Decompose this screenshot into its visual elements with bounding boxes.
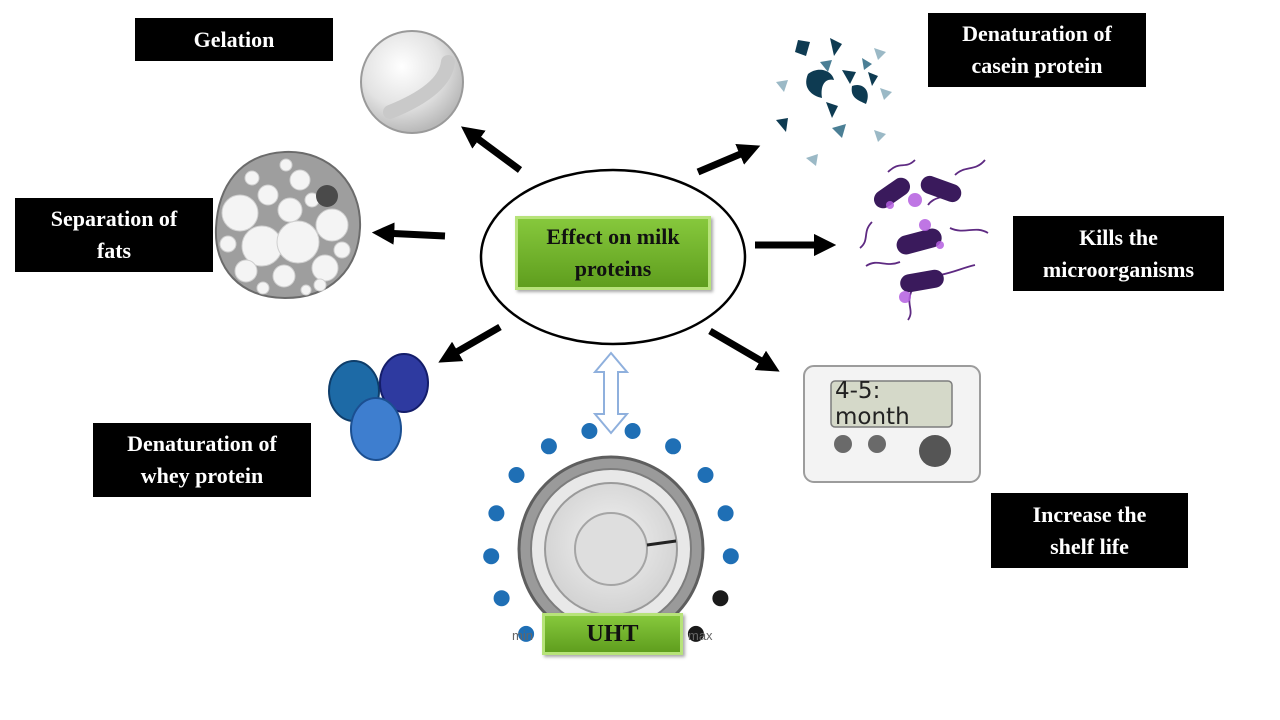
label-gelation: Gelation bbox=[135, 18, 333, 61]
gelation-bubble-icon bbox=[360, 30, 464, 134]
dial-dot bbox=[665, 438, 682, 455]
timer-display: 4-5: month bbox=[835, 378, 910, 430]
dial-dot bbox=[581, 423, 598, 439]
dial-dot bbox=[722, 548, 739, 565]
label-denaturation-whey: Denaturation of whey protein bbox=[93, 423, 311, 497]
arrow-to-timer bbox=[708, 327, 780, 372]
fat-cell-icon bbox=[214, 150, 362, 300]
uht-dial-icon bbox=[517, 455, 705, 643]
arrows bbox=[371, 126, 837, 372]
label-separation-of-fats-text: Separation of fats bbox=[50, 206, 178, 263]
label-increase-shelf-life: Increase the shelf life bbox=[991, 493, 1188, 568]
dial-dot bbox=[712, 590, 729, 607]
bacteria-cells bbox=[873, 175, 962, 293]
dial-dot bbox=[697, 467, 714, 483]
uht-label-text: UHT bbox=[586, 621, 639, 647]
label-denaturation-whey-text: Denaturation of whey protein bbox=[127, 431, 277, 488]
dial-dot bbox=[540, 438, 557, 455]
arrow-to-gelation bbox=[460, 126, 523, 173]
label-kills-microorganisms-text: Kills the microorganisms bbox=[1042, 224, 1195, 282]
center-label-box: Effect on milk proteins bbox=[515, 216, 711, 290]
dial-min-label: min bbox=[512, 628, 533, 643]
double-arrow-icon bbox=[592, 351, 630, 435]
dial-max-label: max bbox=[688, 628, 713, 643]
label-denaturation-casein-text: Denaturation of casein protein bbox=[962, 21, 1112, 78]
label-kills-microorganisms: Kills the microorganisms bbox=[1013, 216, 1224, 291]
timer-device-icon bbox=[803, 365, 981, 483]
arrow-to-casein bbox=[696, 144, 761, 176]
arrow-to-whey bbox=[438, 323, 502, 363]
dial-level-dots bbox=[483, 423, 739, 642]
label-separation-of-fats: Separation of fats bbox=[15, 198, 213, 272]
whey-protein-icon bbox=[328, 353, 429, 461]
label-gelation-text: Gelation bbox=[193, 26, 275, 52]
dial-dot bbox=[518, 625, 535, 642]
label-increase-shelf-life-text: Increase the shelf life bbox=[1032, 501, 1147, 559]
arrow-to-fat-separation bbox=[371, 222, 446, 245]
dial-dot bbox=[493, 590, 510, 607]
bacteria-bursts bbox=[886, 193, 944, 303]
casein-fragments-icon bbox=[776, 38, 892, 166]
center-label-text: Effect on milk proteins bbox=[546, 224, 680, 281]
dial-dot bbox=[488, 505, 505, 522]
dial-dot bbox=[508, 467, 525, 483]
dial-dot bbox=[483, 548, 500, 565]
dial-pointer bbox=[646, 539, 677, 547]
dial-dot bbox=[624, 423, 641, 439]
dial-dot bbox=[687, 625, 704, 642]
label-denaturation-casein: Denaturation of casein protein bbox=[928, 13, 1146, 87]
dial-dot bbox=[717, 505, 734, 522]
uht-label-box: UHT bbox=[542, 613, 683, 655]
